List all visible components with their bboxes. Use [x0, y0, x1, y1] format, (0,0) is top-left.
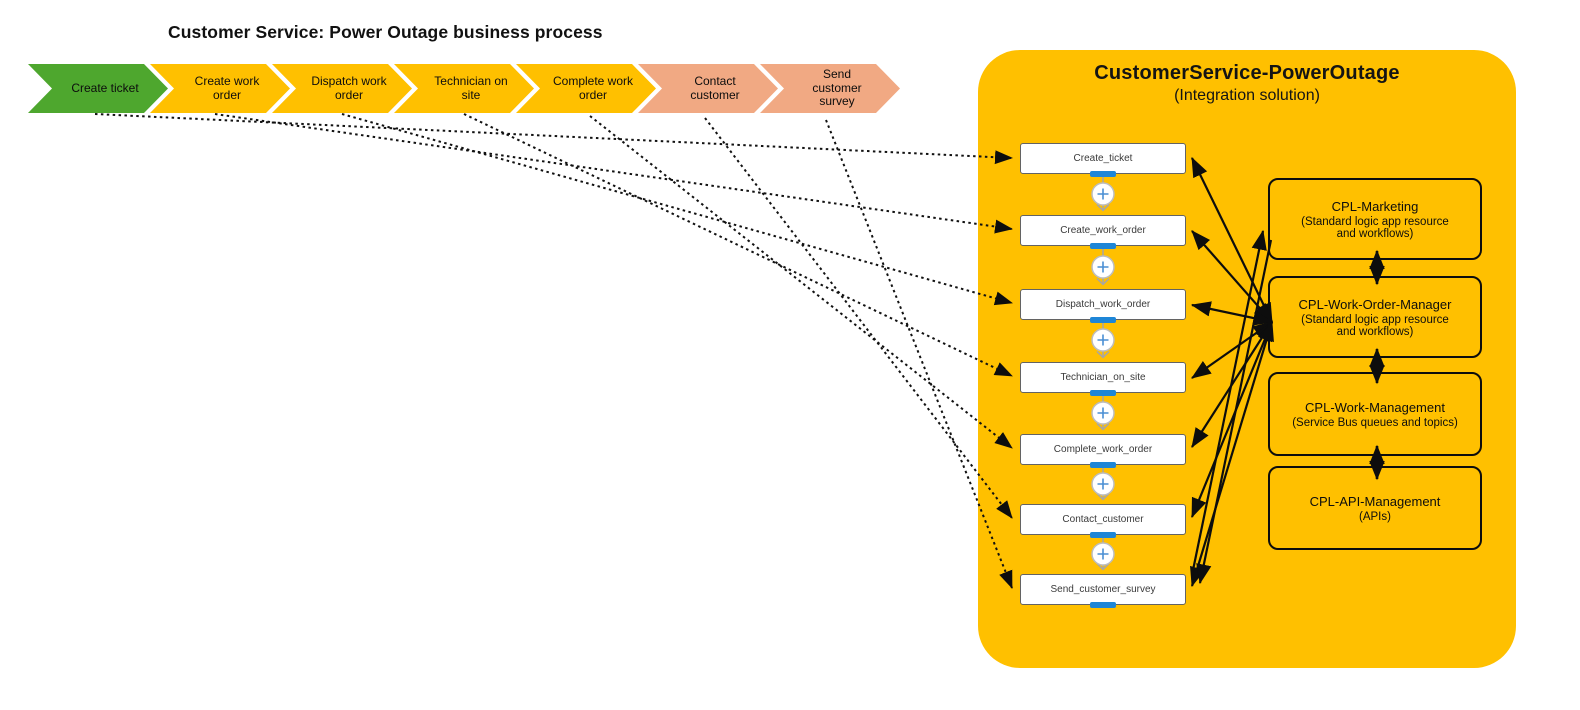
workflow-label: Create_ticket	[1073, 153, 1133, 164]
dotted-connector-create-work-order	[214, 113, 1013, 234]
dotted-connector-contact-customer	[704, 117, 1013, 519]
workflow-designer-connectors	[1091, 174, 1115, 571]
process-step-create-work-order: Create work order	[150, 64, 290, 113]
workflow-technician-on-site: Technician_on_site	[1020, 362, 1186, 396]
resource-name: CPL-Marketing	[1331, 198, 1419, 214]
workflow-create-work-order: Create_work_order	[1020, 215, 1186, 249]
process-step-label: Complete work order	[552, 73, 634, 102]
workflow-label: Contact_customer	[1062, 514, 1144, 525]
resource-name: CPL-Work-Management	[1305, 399, 1445, 415]
hub-connector-send-customer-survey	[1190, 320, 1274, 588]
solution-title: CustomerService-PowerOutage	[1094, 62, 1400, 84]
workflow-connector-tab	[1090, 601, 1116, 608]
workflow-label: Send_customer_survey	[1050, 584, 1156, 595]
workflow-connector-tab	[1090, 316, 1116, 323]
resource-cpl-work-management: CPL-Work-Management (Service Bus queues …	[1268, 372, 1482, 456]
process-step-label: Technician on site	[434, 73, 508, 102]
resource-cpl-marketing: CPL-Marketing (Standard logic app resour…	[1268, 178, 1482, 260]
workflow-create-ticket: Create_ticket	[1020, 143, 1186, 177]
dotted-connector-create-ticket	[94, 113, 1013, 165]
workflow-connector-tab	[1090, 170, 1116, 177]
workflow-connector-tab	[1090, 242, 1116, 249]
survey-to-marketing-connectors	[1190, 229, 1273, 585]
workflow-dispatch-work-order: Dispatch_work_order	[1020, 289, 1186, 323]
workflow-send-customer-survey: Send_customer_survey	[1020, 574, 1186, 608]
process-step-complete-work-order: Complete work order	[516, 64, 656, 113]
dotted-connector-technician-on-site	[463, 113, 1013, 377]
hub-connector-dispatch-work-order	[1190, 301, 1274, 326]
workflow-connector-tab	[1090, 531, 1116, 538]
page-title: Customer Service: Power Outage business …	[168, 22, 603, 42]
dotted-connector-dispatch-work-order	[341, 113, 1013, 306]
connector-survey-to-marketing	[1190, 229, 1267, 576]
resource-name: CPL-Work-Order-Manager	[1298, 296, 1452, 312]
solution-subtitle: (Integration solution)	[1174, 87, 1320, 104]
resource-description: (APIs)	[1359, 510, 1391, 523]
workflow-contact-customer: Contact_customer	[1020, 504, 1186, 538]
process-step-label: Send customer survey	[812, 66, 862, 109]
process-to-workflow-dotted-connectors	[94, 113, 1013, 589]
process-step-label: Create ticket	[71, 80, 139, 95]
resource-description: (Standard logic app resource and workflo…	[1301, 313, 1449, 338]
process-step-label: Dispatch work order	[311, 73, 387, 102]
process-step-label: Create work order	[194, 73, 260, 102]
connector-marketing-to-survey	[1196, 239, 1273, 585]
resource-cpl-api-management: CPL-API-Management (APIs)	[1268, 466, 1482, 550]
resource-name: CPL-API-Management	[1309, 493, 1441, 509]
workflow-connector-tab	[1090, 389, 1116, 396]
workflow-label: Technician_on_site	[1060, 372, 1146, 383]
process-step-label: Contact customer	[690, 73, 740, 102]
dotted-connector-send-customer-survey	[825, 119, 1013, 589]
resource-cpl-work-order-manager: CPL-Work-Order-Manager (Standard logic a…	[1268, 276, 1482, 358]
resource-description: (Standard logic app resource and workflo…	[1301, 215, 1449, 240]
workflow-complete-work-order: Complete_work_order	[1020, 434, 1186, 468]
dotted-connector-complete-work-order	[589, 115, 1013, 449]
workflow-connector-tab	[1090, 461, 1116, 468]
workflow-label: Complete_work_order	[1053, 444, 1153, 455]
workflow-label: Create_work_order	[1060, 225, 1146, 236]
designer-plus-buttons	[1091, 182, 1115, 566]
workflow-label: Dispatch_work_order	[1055, 299, 1151, 310]
resource-description: (Service Bus queues and topics)	[1292, 416, 1458, 429]
integration-solution-header: CustomerService-PowerOutage (Integration…	[978, 62, 1516, 105]
